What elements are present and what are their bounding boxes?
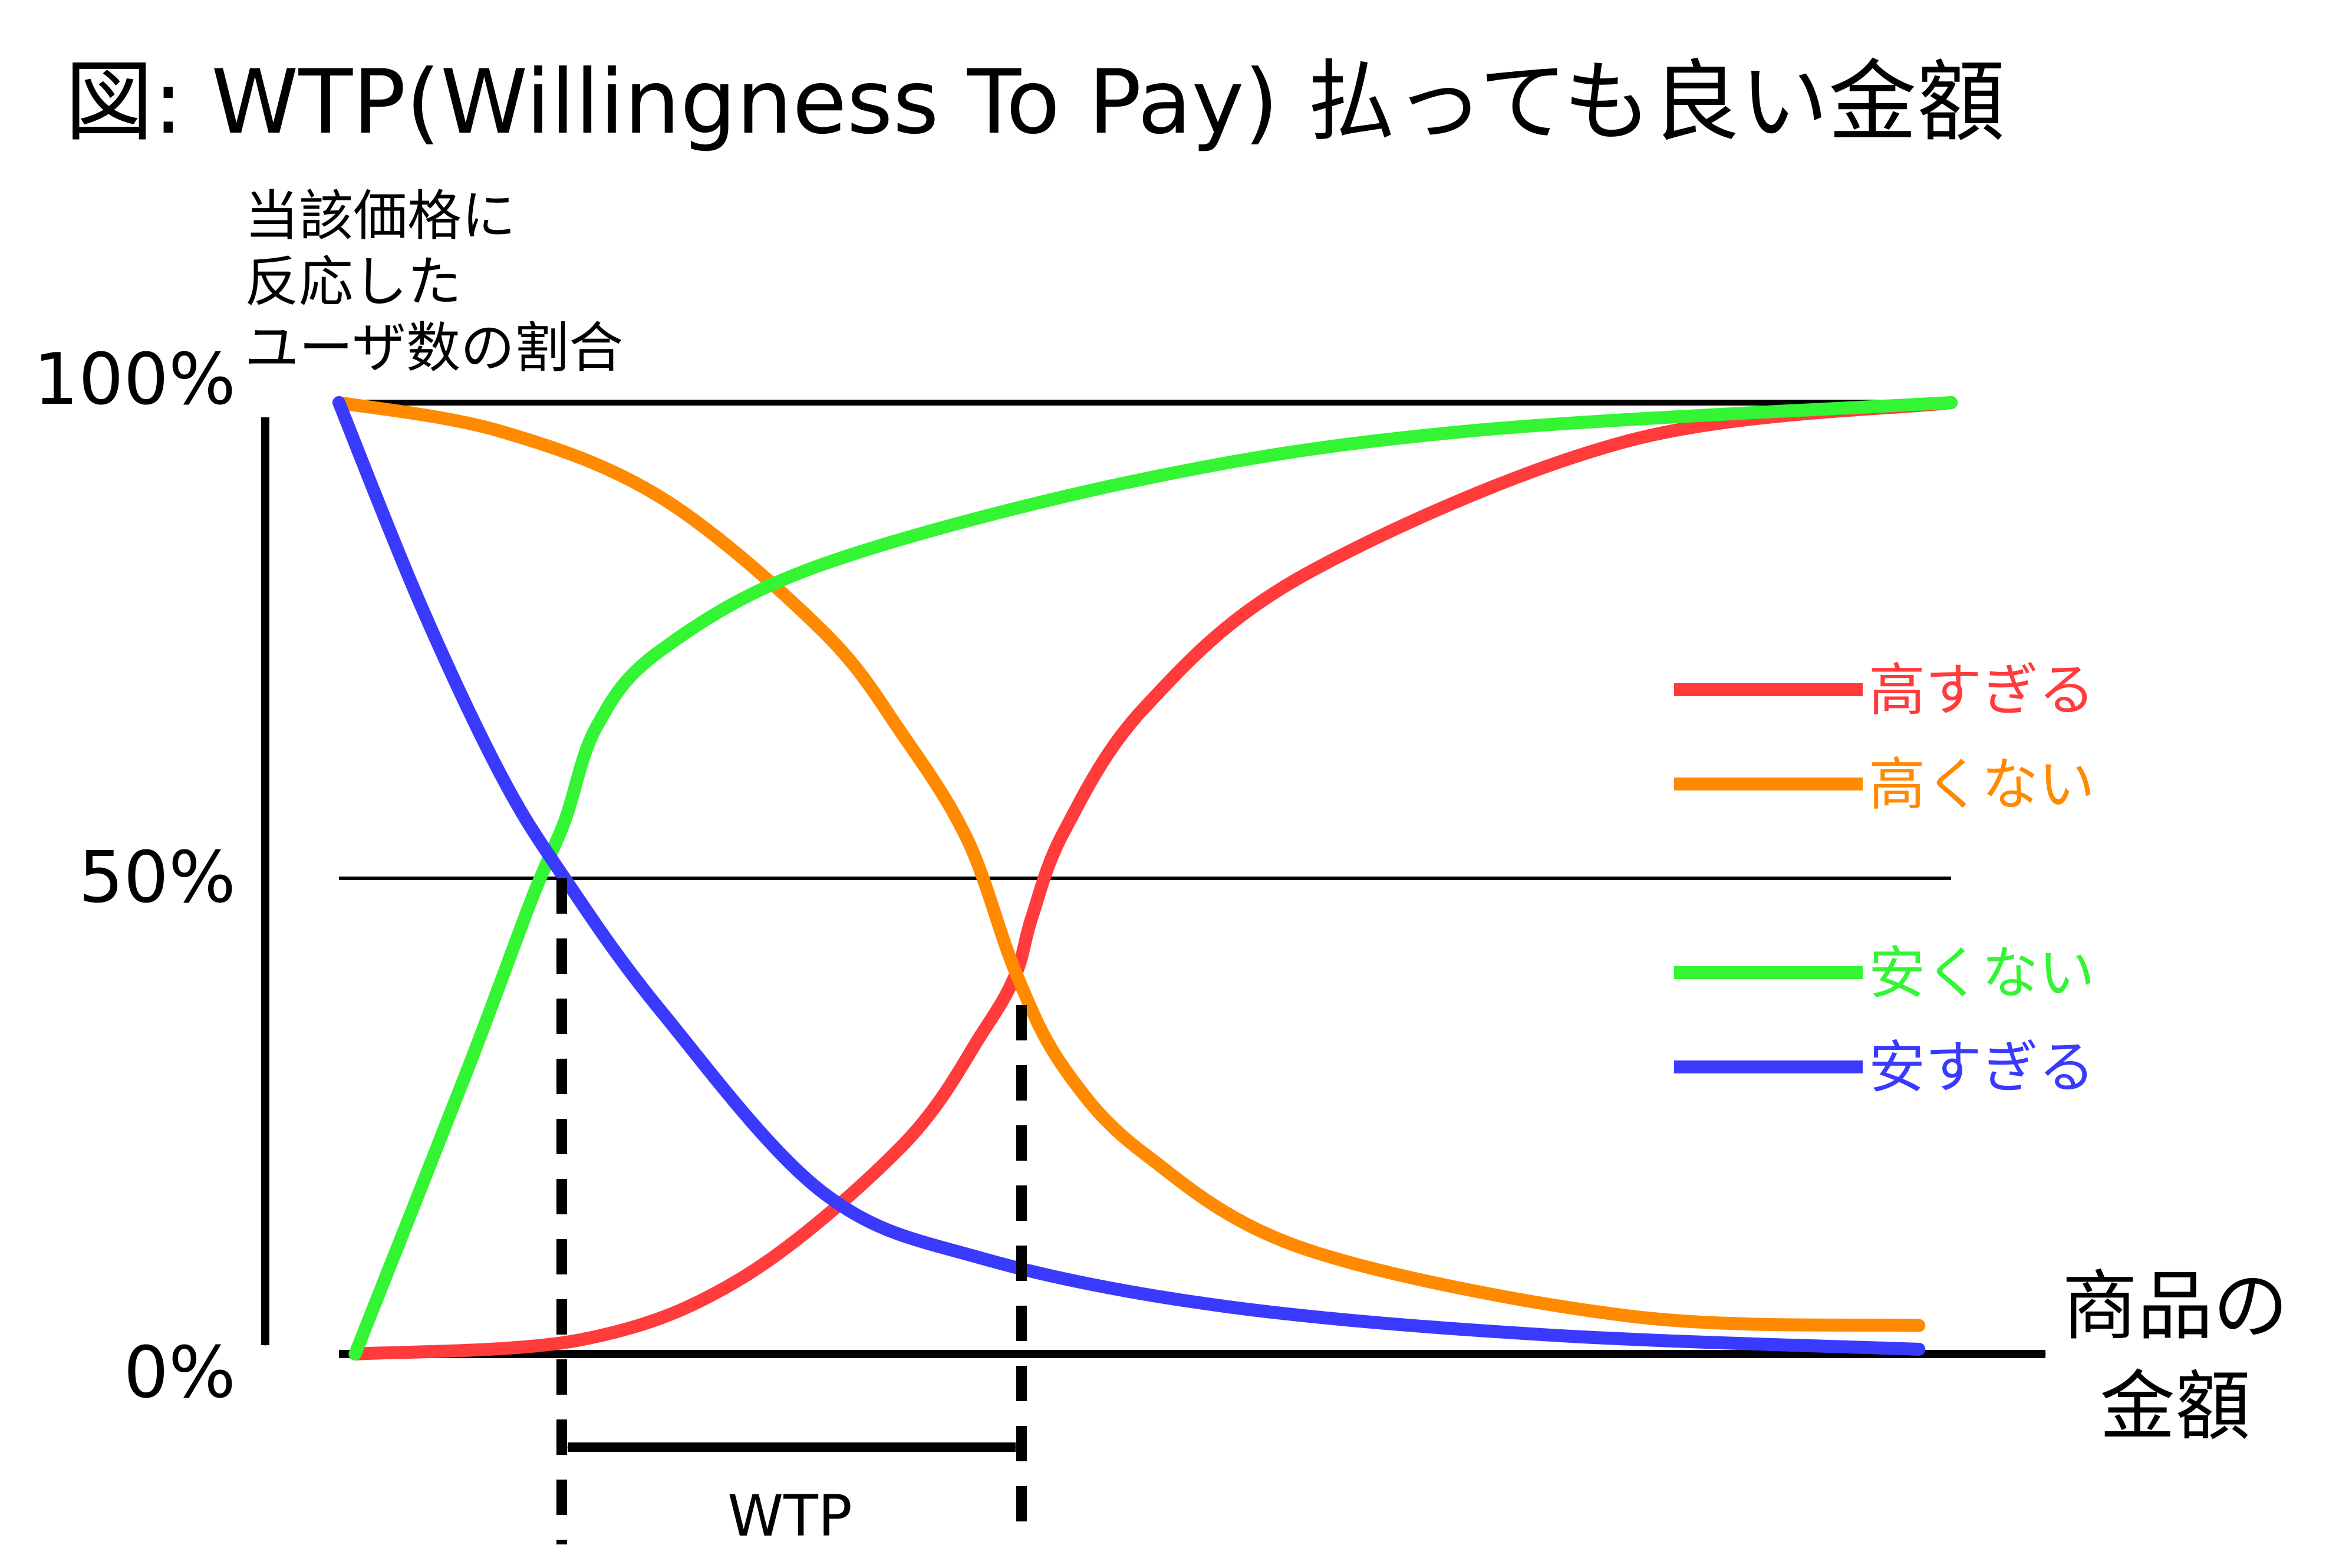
wtp-annotation-label: WTP: [727, 1483, 852, 1549]
series-line-3: [348, 396, 1958, 1361]
series-layer: [332, 396, 1958, 1361]
legend-label-1: 高すぎる: [1869, 657, 2095, 723]
y-axis-label-line-1: 当該価格に: [245, 185, 516, 248]
series-line-4: [332, 396, 1926, 1356]
y-tick-label-50: 50%: [78, 837, 236, 919]
y-axis-label-line-3: ユーザ数の割合: [245, 317, 623, 380]
x-axis-label-line-1: 商品の: [2062, 1263, 2288, 1350]
y-tick-label-0: 0%: [124, 1332, 236, 1414]
legend-label-4: 安すぎる: [1869, 1035, 2095, 1101]
legend-label-2: 高くない: [1869, 752, 2095, 818]
series-line-1: [348, 396, 1958, 1361]
series-line-2: [332, 396, 1926, 1332]
y-tick-label-100: 100%: [34, 339, 236, 421]
chart-title: 図: WTP(Willingness To Pay) 払っても良い金額: [65, 51, 2005, 154]
x-axis-label-line-2: 金額: [2100, 1363, 2251, 1451]
legend-label-3: 安くない: [1869, 940, 2095, 1006]
y-axis-label-line-2: 反応した: [245, 251, 462, 314]
